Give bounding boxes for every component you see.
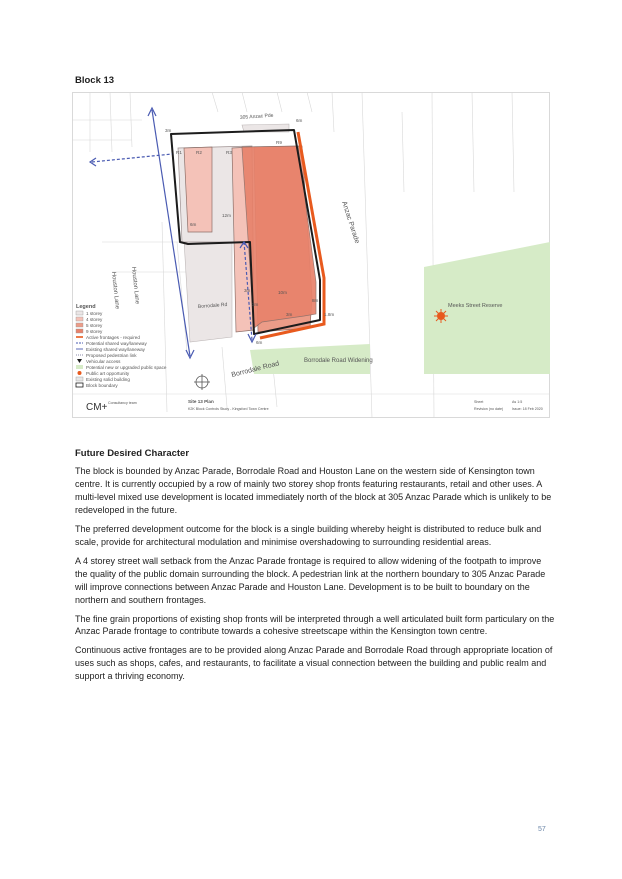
block-title: Block 13 bbox=[75, 75, 115, 86]
legend-item: Existing shared way/laneway bbox=[86, 347, 146, 352]
dimension-label: 12m bbox=[222, 213, 231, 218]
storey-tag: R1 bbox=[176, 150, 182, 155]
houston-lane-label-2: Houston Lane bbox=[130, 267, 140, 305]
legend-block-boundary-swatch bbox=[75, 382, 84, 388]
dimension-label: 6m bbox=[190, 222, 197, 227]
legend-public-space-swatch bbox=[76, 365, 83, 369]
borrodale-widening-label: Borrodale Road Widening bbox=[304, 358, 373, 364]
address-top-label: 305 Anzac Pde bbox=[240, 113, 274, 121]
page-number: 57 bbox=[538, 826, 546, 833]
section-title: Future Desired Character bbox=[75, 448, 190, 459]
legend-swatch-1 bbox=[75, 310, 84, 316]
legend-item: 4 storey bbox=[86, 317, 103, 322]
storey-tags: R1 R2 R3 R9 bbox=[176, 140, 282, 155]
legend-item: 1 storey bbox=[86, 311, 103, 316]
storey-tag: R2 bbox=[196, 150, 202, 155]
massing-4-storey-a bbox=[183, 146, 213, 233]
legend-swatch-5 bbox=[75, 322, 84, 328]
dimension-label: 8m bbox=[312, 298, 319, 303]
legend-item: Potential new or upgraded public space bbox=[86, 365, 167, 370]
plan-footer: CM+ Consultancy team Site 13 Plan K2K Bl… bbox=[86, 399, 543, 413]
dimension-label: 3m bbox=[252, 302, 259, 307]
storey-tag: R9 bbox=[276, 140, 282, 145]
reserve-label: Meeks Street Reserve bbox=[448, 303, 502, 309]
plan-title: Site 13 Plan bbox=[188, 399, 214, 404]
paragraph: The fine grain proportions of existing s… bbox=[75, 613, 555, 637]
existing-building-1-storey bbox=[183, 235, 233, 343]
legend-item: 5 storey bbox=[86, 323, 103, 328]
sheet-label: Sheet bbox=[474, 400, 483, 404]
legend-title: Legend bbox=[76, 304, 96, 310]
legend-vehicular-access-icon bbox=[77, 359, 82, 363]
legend-item: Active frontages - required bbox=[86, 335, 140, 340]
dimension-label: 3m bbox=[165, 128, 172, 133]
legend-item: Potential shared way/laneway bbox=[86, 341, 147, 346]
plan-logo-sub: Consultancy team bbox=[108, 401, 137, 405]
shared-way-arrows bbox=[88, 106, 257, 360]
active-frontage-line bbox=[259, 131, 326, 340]
legend-item: Proposed pedestrian link bbox=[86, 353, 137, 358]
plan-subtitle: K2K Block Controls Study - Kingsford Tow… bbox=[188, 407, 269, 411]
site-plan: Meeks Street Reserve Borrodale Road Wide… bbox=[72, 92, 550, 418]
block-boundary bbox=[170, 129, 321, 335]
legend-existing-building-swatch bbox=[75, 376, 84, 382]
borrodale-widening-area bbox=[250, 344, 370, 374]
meeks-street-reserve bbox=[424, 242, 550, 374]
storey-tag: R3 bbox=[226, 150, 232, 155]
legend-swatch-9 bbox=[75, 328, 84, 334]
sheet-sub: Revision (no date) bbox=[474, 407, 503, 411]
address-lot-label: Borrodale Rd bbox=[198, 302, 228, 310]
north-arrow-icon bbox=[194, 374, 210, 390]
houston-lane-label: Houston Lane bbox=[110, 272, 120, 310]
legend-item: 9 storey bbox=[86, 329, 103, 334]
scale-label: As 1:5 bbox=[512, 400, 522, 404]
dimension-label: 10m bbox=[278, 290, 287, 295]
legend: Legend 1 storey 4 storey 5 storey 9 stor… bbox=[75, 304, 167, 388]
legend-item: Vehicular access bbox=[86, 359, 121, 364]
paragraph: A 4 storey street wall setback from the … bbox=[75, 555, 546, 605]
body-text: The block is bounded by Anzac Parade, Bo… bbox=[75, 465, 555, 689]
legend-item: Public art opportunity bbox=[86, 371, 130, 376]
dimension-label: 3m bbox=[244, 288, 251, 293]
plan-logo: CM+ bbox=[86, 402, 108, 413]
paragraph: Continuous active frontages are to be pr… bbox=[75, 645, 553, 682]
dimension-label: 1.8m bbox=[324, 312, 334, 317]
legend-public-art-icon bbox=[77, 371, 82, 375]
dimension-label: 3m bbox=[286, 312, 293, 317]
dimension-label: 6m bbox=[296, 118, 303, 123]
legend-item: Block boundary bbox=[86, 383, 118, 388]
dimension-label: 6m bbox=[256, 340, 263, 345]
legend-item: Existing solid building bbox=[86, 377, 130, 382]
dimension-labels: 3m 6m 12m 6m 3m 10m 3m 1.8m 3m 8m 6m bbox=[165, 118, 334, 345]
paragraph: The preferred development outcome for th… bbox=[75, 523, 542, 547]
scale-sub: Issue: 18 Feb 2020 bbox=[512, 407, 543, 411]
public-art-rays bbox=[434, 309, 448, 323]
cadastral-lines bbox=[72, 92, 515, 418]
legend-swatch-4 bbox=[75, 316, 84, 322]
paragraph: The block is bounded by Anzac Parade, Bo… bbox=[75, 466, 552, 515]
